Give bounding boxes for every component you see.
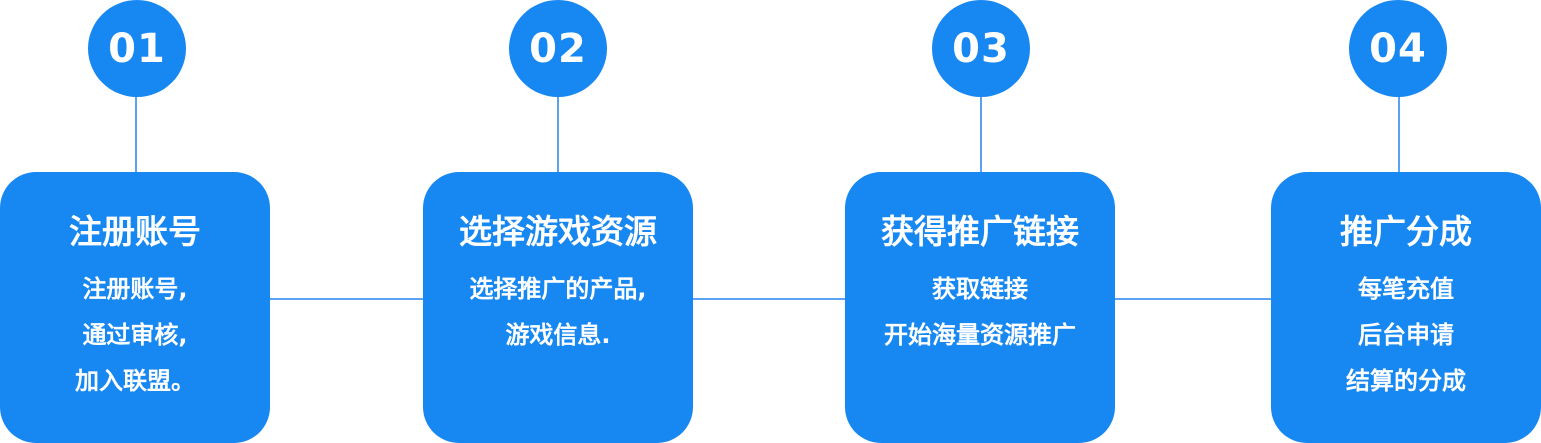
step-1-line-3: 加入联盟。 xyxy=(75,367,195,395)
step-3-number-badge: 03 xyxy=(932,0,1030,97)
step-4-line-3: 结算的分成 xyxy=(1346,367,1466,395)
step-4-title: 推广分成 xyxy=(1340,212,1472,251)
step-3-line-1: 获取链接 xyxy=(932,275,1028,303)
step-2-number: 02 xyxy=(529,25,587,72)
step-3-line-2: 开始海量资源推广 xyxy=(884,321,1076,349)
step-1-connector xyxy=(135,95,137,173)
step-1-description: 注册账号, 通过审核, 加入联盟。 xyxy=(0,266,270,404)
step-2-connector xyxy=(557,95,559,173)
step-3-card: 获得推广链接 获取链接 开始海量资源推广 xyxy=(845,172,1115,443)
step-1-number: 01 xyxy=(108,25,166,72)
step-4-line-2: 后台申请 xyxy=(1358,321,1454,349)
step-4-card: 推广分成 每笔充值 后台申请 结算的分成 xyxy=(1271,172,1541,443)
step-3-title: 获得推广链接 xyxy=(881,212,1079,251)
step-1-line-1: 注册账号, xyxy=(82,275,188,303)
step-2-number-badge: 02 xyxy=(509,0,607,97)
step-1-card: 注册账号 注册账号, 通过审核, 加入联盟。 xyxy=(0,172,270,443)
step-1-line-2: 通过审核, xyxy=(82,321,188,349)
step-2-description: 选择推广的产品, 游戏信息. xyxy=(423,266,693,358)
step-3-description: 获取链接 开始海量资源推广 xyxy=(845,266,1115,358)
step-4-number-badge: 04 xyxy=(1349,0,1447,97)
step-2-line-1: 选择推广的产品, xyxy=(469,275,647,303)
step-4-line-1: 每笔充值 xyxy=(1358,275,1454,303)
step-2-line-2: 游戏信息. xyxy=(505,321,611,349)
step-2-card: 选择游戏资源 选择推广的产品, 游戏信息. xyxy=(423,172,693,443)
step-2-title: 选择游戏资源 xyxy=(459,212,657,251)
step-1-title: 注册账号 xyxy=(69,212,201,251)
step-1-number-badge: 01 xyxy=(88,0,186,97)
horizontal-connector xyxy=(268,298,1274,300)
step-3-connector xyxy=(980,95,982,173)
step-3-number: 03 xyxy=(952,25,1010,72)
step-4-description: 每笔充值 后台申请 结算的分成 xyxy=(1271,266,1541,404)
step-4-number: 04 xyxy=(1369,25,1427,72)
step-4-connector xyxy=(1398,95,1400,173)
